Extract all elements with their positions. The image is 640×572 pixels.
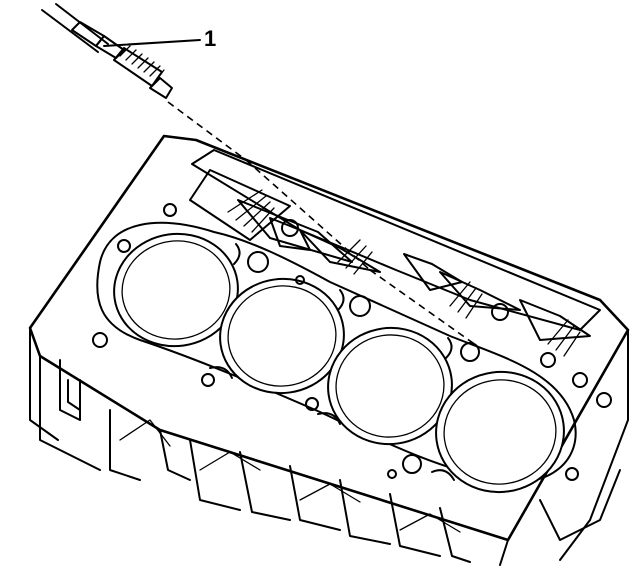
deck-bolt-holes — [92, 203, 612, 481]
cylinder-bore — [435, 370, 565, 494]
callout-number-1: 1 — [204, 26, 217, 51]
head-gasket-outline — [96, 221, 577, 483]
oil-gallery-plug-icon — [113, 45, 173, 99]
cylinder-bore — [327, 326, 453, 446]
cylinder-bores — [113, 232, 565, 494]
callout-leader-line — [103, 39, 201, 47]
installation-tool-icon — [41, 3, 125, 59]
block-deck-outline — [28, 134, 630, 566]
block-lower-casting — [67, 379, 621, 563]
cylinder-bore — [113, 232, 239, 348]
installation-path-line — [167, 101, 247, 161]
cylinder-bore — [219, 277, 345, 395]
lifter-valley — [189, 149, 601, 357]
